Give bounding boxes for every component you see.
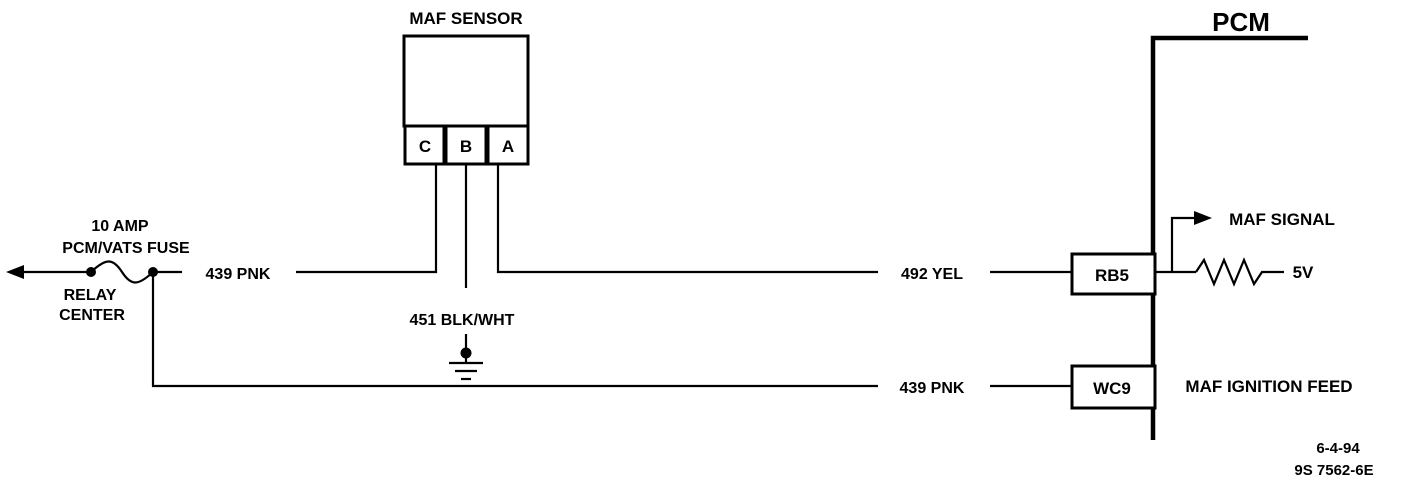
maf-ignition-feed-label: MAF IGNITION FEED bbox=[1185, 377, 1352, 396]
fuse-icon bbox=[86, 260, 158, 284]
pin-a-box bbox=[486, 124, 530, 166]
ground-junction-dot bbox=[460, 347, 472, 359]
wire-pin-a-label: 492 YEL bbox=[901, 266, 963, 283]
wire-pin-c-label: 439 PNK bbox=[206, 266, 271, 283]
relay-label-line1: RELAY bbox=[64, 287, 117, 304]
resistor-icon bbox=[1195, 257, 1284, 287]
wire-maf-signal bbox=[1170, 216, 1196, 272]
footer-date: 6-4-94 bbox=[1316, 440, 1360, 457]
terminal-rb5-label: RB5 bbox=[1095, 266, 1129, 285]
terminal-wc9-box bbox=[1070, 364, 1157, 410]
pin-c-box bbox=[403, 124, 446, 166]
terminal-rb5-box bbox=[1070, 252, 1157, 296]
relay-label-line2: CENTER bbox=[59, 307, 125, 324]
maf-sensor-body bbox=[402, 34, 530, 128]
sensor-title: MAF SENSOR bbox=[409, 9, 522, 28]
fuse-label-line2: PCM/VATS FUSE bbox=[62, 240, 190, 257]
terminal-wc9-label: WC9 bbox=[1093, 379, 1131, 398]
maf-signal-label: MAF SIGNAL bbox=[1229, 210, 1335, 229]
fuse-label-line1: 10 AMP bbox=[91, 218, 149, 235]
sensor-connector: C B A bbox=[403, 124, 530, 166]
wire-pin-b-label: 451 BLK/WHT bbox=[410, 312, 515, 329]
voltage-label: 5V bbox=[1293, 263, 1314, 282]
wire-pin-a bbox=[496, 164, 878, 274]
pcm-title: PCM bbox=[1212, 7, 1270, 37]
pin-c-label: C bbox=[419, 137, 431, 156]
footer-code: 9S 7562-6E bbox=[1294, 462, 1373, 479]
ground-icon bbox=[449, 358, 483, 381]
wire-ignition-label: 439 PNK bbox=[900, 380, 965, 397]
arrow-right-icon bbox=[1194, 211, 1212, 225]
pin-b-label: B bbox=[460, 137, 472, 156]
wire-ignition bbox=[151, 272, 878, 388]
wire-pin-c bbox=[296, 164, 438, 274]
arrow-left-icon bbox=[6, 265, 24, 279]
pcm-boundary bbox=[1150, 35, 1308, 440]
pin-a-label: A bbox=[502, 137, 514, 156]
